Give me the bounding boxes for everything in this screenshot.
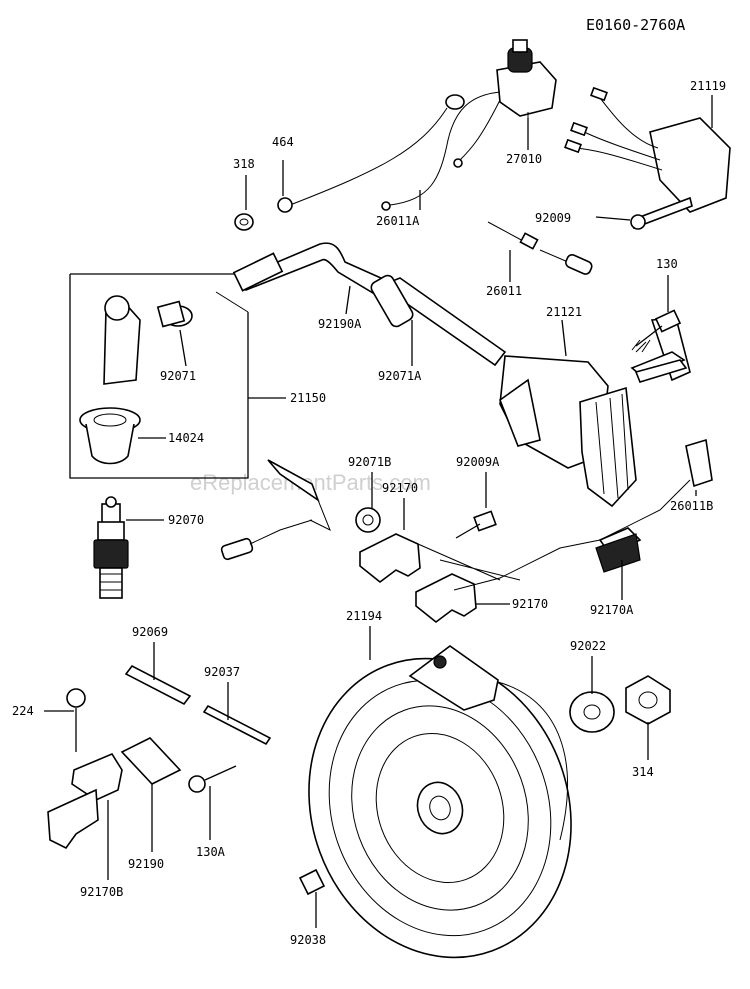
connector-26011-drawing [487, 221, 593, 275]
label-92071: 92071 [160, 369, 196, 383]
cap-92071-drawing [103, 295, 193, 385]
label-130a: 130A [196, 845, 226, 859]
label-92038: 92038 [290, 933, 326, 947]
label-92170-bottom: 92170 [512, 597, 548, 611]
label-92170-top: 92170 [382, 481, 418, 495]
label-92071a: 92071A [378, 369, 422, 383]
flywheel-drawing [308, 645, 572, 959]
label-130: 130 [656, 257, 678, 271]
nut-318-drawing [234, 213, 254, 231]
bolt-130-drawing [631, 309, 682, 353]
bracket-92170b-drawing [47, 688, 123, 850]
label-26011: 26011 [486, 284, 522, 298]
label-27010: 27010 [506, 152, 542, 166]
label-92190a: 92190A [318, 317, 362, 331]
label-224: 224 [12, 704, 34, 718]
grommet-14024-drawing [79, 407, 141, 465]
label-318: 318 [233, 157, 255, 171]
bolt-92009a-drawing [455, 510, 497, 539]
spark-plug-drawing [93, 496, 129, 599]
label-92190: 92190 [128, 857, 164, 871]
label-21119: 21119 [690, 79, 726, 93]
label-92170a: 92170A [590, 603, 634, 617]
key-92038-drawing [298, 868, 326, 896]
label-314: 314 [632, 765, 654, 779]
label-92022: 92022 [570, 639, 606, 653]
bracket-wiring-drawing [220, 438, 713, 624]
label-21121: 21121 [546, 305, 582, 319]
label-92009: 92009 [535, 211, 571, 225]
ignition-coil-drawing [232, 242, 691, 508]
label-21150: 21150 [290, 391, 326, 405]
leader-lines [44, 95, 713, 928]
label-92069: 92069 [132, 625, 168, 639]
diagram-reference: E0160-2760A [586, 16, 685, 34]
sleeve-92190-drawing [120, 737, 182, 785]
pin-92037-drawing [202, 704, 272, 746]
label-26011b: 26011B [670, 499, 713, 513]
label-92009a: 92009A [456, 455, 500, 469]
spark-plug-cap-box [69, 273, 249, 479]
label-92037: 92037 [204, 665, 240, 679]
label-21194: 21194 [346, 609, 382, 623]
ignition-switch-drawing [381, 39, 557, 211]
label-26011a: 26011A [376, 214, 420, 228]
label-464: 464 [272, 135, 294, 149]
washer-nut-drawing [569, 675, 671, 733]
bolt-130a-drawing [188, 765, 237, 793]
control-module-drawing [564, 86, 731, 230]
label-14024: 14024 [168, 431, 204, 445]
part-labels: 318 464 27010 21119 26011A 92009 130 260… [12, 79, 726, 947]
pin-92069-drawing [124, 664, 192, 706]
label-92170b: 92170B [80, 885, 123, 899]
label-92070: 92070 [168, 513, 204, 527]
ground-terminal-drawing [277, 94, 465, 213]
label-92071b: 92071B [348, 455, 391, 469]
